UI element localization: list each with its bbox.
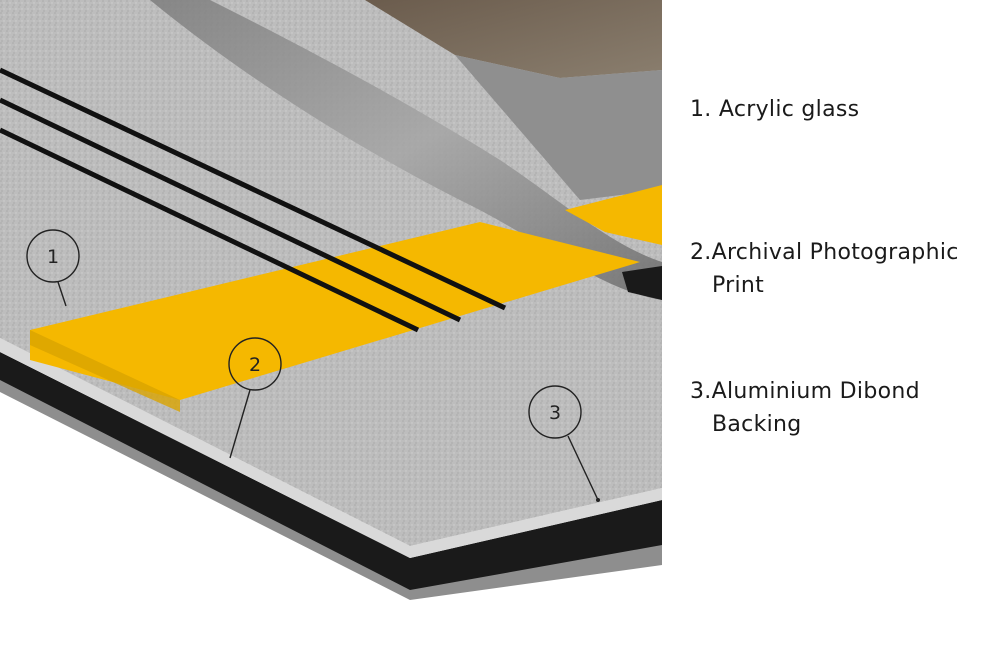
legend-label-photographic-print-cont: Print xyxy=(712,273,765,298)
callout-3-circle xyxy=(528,385,582,439)
legend-item-aluminium-backing: 3.Aluminium Dibond Backing xyxy=(690,375,920,441)
legend-label-aluminium-backing: 3.Aluminium Dibond xyxy=(690,379,920,404)
road-shadow-area xyxy=(455,55,662,200)
callout-3-number: 3 xyxy=(549,402,561,424)
road-stripe-3 xyxy=(0,127,420,333)
legend-label-acrylic-glass: 1. Acrylic glass xyxy=(690,97,860,122)
callout-2-number: 2 xyxy=(249,354,261,376)
legend-label-aluminium-backing-cont: Backing xyxy=(712,412,802,437)
yellow-road-marking-far xyxy=(565,185,662,245)
yellow-road-marking xyxy=(30,222,640,400)
shadow-sweep xyxy=(150,0,662,300)
callout-2-circle xyxy=(228,337,282,391)
yellow-marking-edge xyxy=(30,330,180,412)
road-stripe-2 xyxy=(0,97,462,323)
callout-3-tip xyxy=(596,498,600,502)
legend-item-acrylic-glass: 1. Acrylic glass xyxy=(690,93,859,126)
legend-item-photographic-print: 2.Archival Photographic Print xyxy=(690,236,959,302)
road-stripe-1 xyxy=(0,67,507,311)
legend-label-photographic-print: 2.Archival Photographic xyxy=(690,240,959,265)
lane-dash xyxy=(622,266,662,300)
callout-3-leader xyxy=(567,435,599,501)
acrylic-glass-edge xyxy=(0,338,662,558)
callout-1-number: 1 xyxy=(47,246,59,268)
callout-2-leader xyxy=(229,389,251,459)
dibond-black-core xyxy=(0,352,662,590)
aluminium-backing-edge xyxy=(0,372,662,600)
callout-1-circle xyxy=(26,229,80,283)
roadside-terrain xyxy=(365,0,662,78)
callout-1-leader xyxy=(57,281,67,307)
